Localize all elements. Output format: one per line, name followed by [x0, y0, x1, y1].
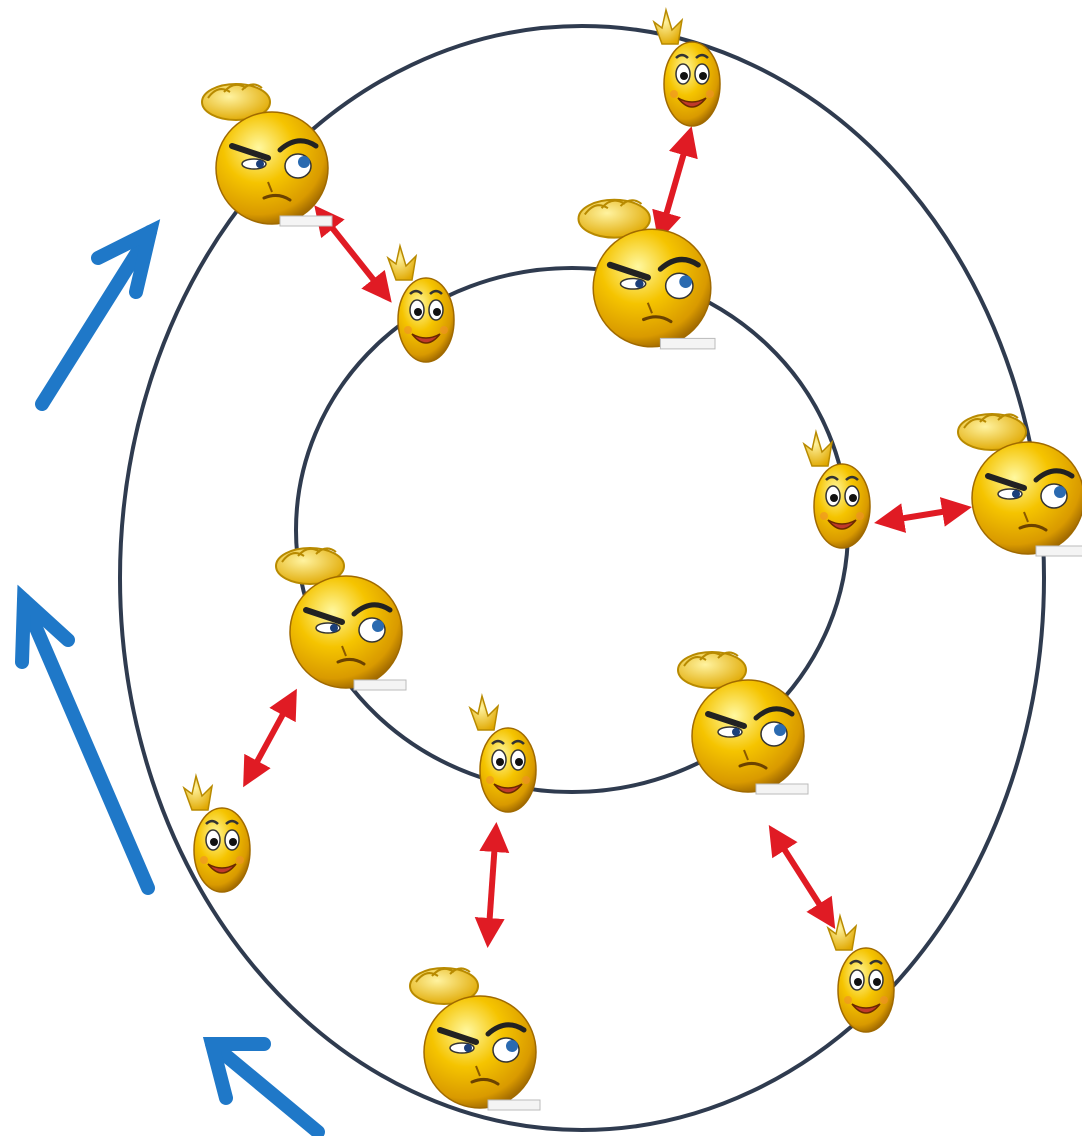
skeptical-smiley-icon — [275, 547, 407, 691]
flow-arrow-middle — [15, 584, 155, 895]
flow-arrow-top — [35, 219, 161, 411]
hand-icon — [957, 413, 1027, 451]
hand-icon — [409, 967, 479, 1005]
skeptical-smiley-icon — [577, 198, 716, 350]
pair-arrow-4 — [243, 688, 297, 788]
hand-icon — [275, 547, 345, 585]
hand-icon — [677, 651, 747, 689]
skeptical-smiley-icon — [957, 413, 1082, 557]
skeptical-smiley-icon — [409, 967, 541, 1111]
hand-icon — [386, 243, 418, 281]
skeptical-smiley-icon — [201, 83, 333, 227]
pair-arrow-6 — [768, 824, 836, 930]
happy-smiley-icon — [802, 429, 871, 549]
hand-icon — [468, 693, 500, 731]
hand-icon — [577, 198, 651, 239]
happy-smiley-icon — [182, 773, 251, 893]
hand-icon — [826, 913, 858, 951]
pair-arrow-3 — [874, 497, 972, 533]
pair-arrow-2 — [652, 126, 698, 242]
flow-arrow-bottom — [202, 1037, 325, 1136]
figures-layer — [182, 7, 1082, 1111]
hand-icon — [802, 429, 834, 467]
outer-ring — [118, 24, 1046, 1132]
skeptical-smiley-icon — [677, 651, 809, 795]
hand-icon — [201, 83, 271, 121]
happy-smiley-icon — [386, 243, 455, 363]
hand-icon — [652, 7, 684, 45]
happy-smiley-icon — [652, 7, 721, 127]
pair-arrow-5 — [474, 822, 510, 948]
happy-smiley-icon — [826, 913, 895, 1033]
hand-icon — [182, 773, 214, 811]
happy-smiley-icon — [468, 693, 537, 813]
